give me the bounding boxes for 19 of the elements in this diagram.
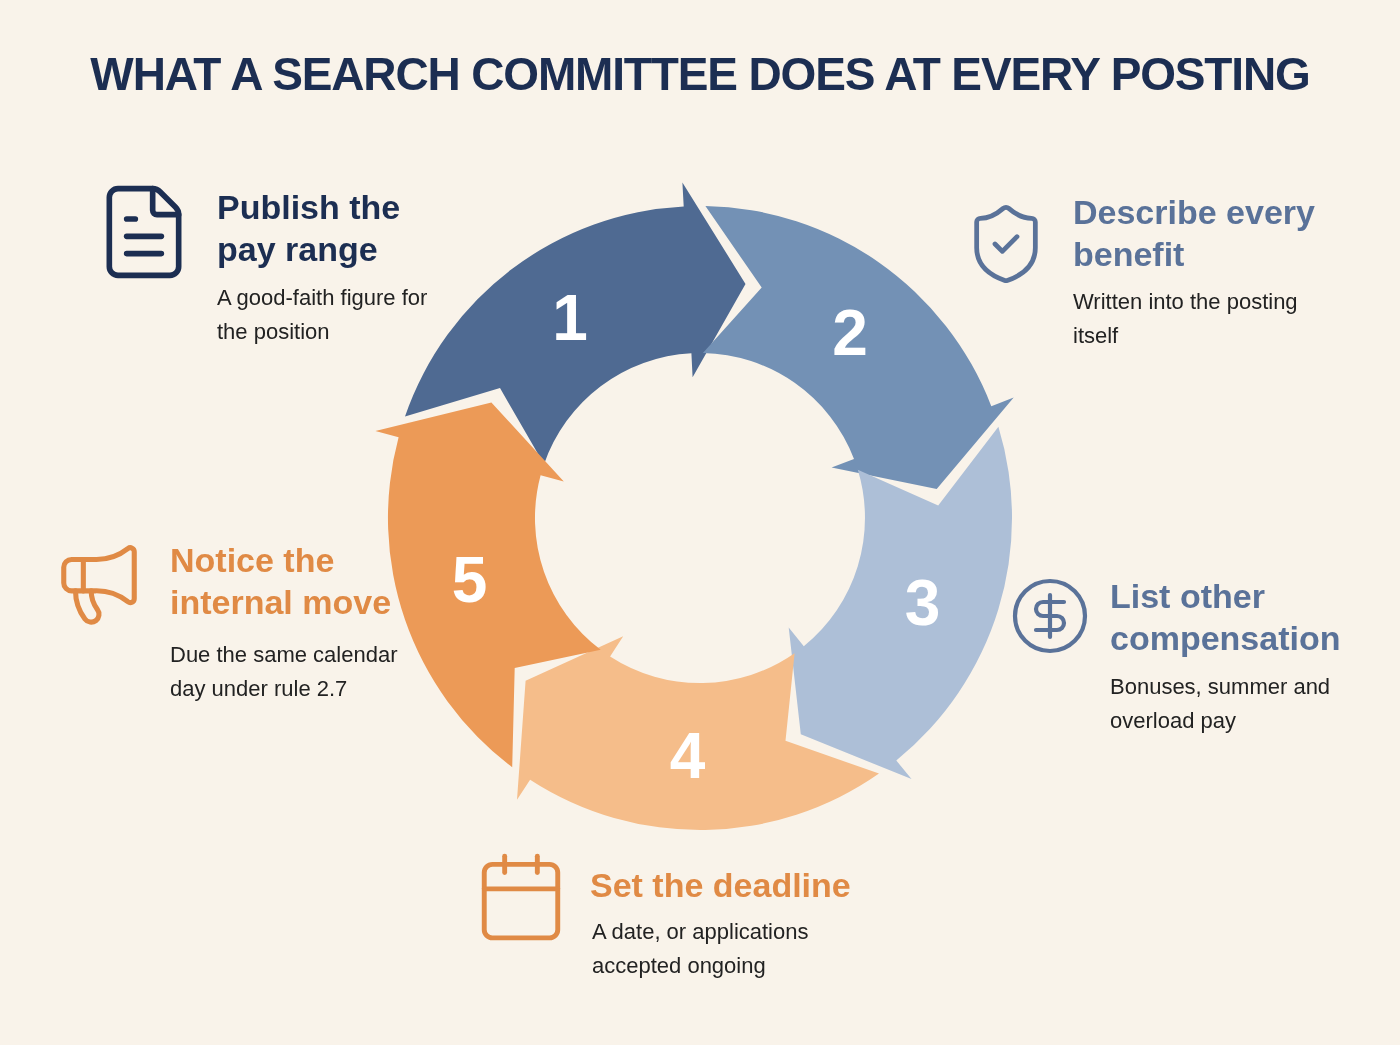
step-description: Written into the posting itself [1073, 288, 1299, 350]
step-number: 5 [451, 547, 488, 612]
cycle-arrow-segment [517, 636, 879, 830]
cycle-arrow-segment [702, 206, 1014, 489]
step-number: 2 [832, 300, 868, 365]
title: WHAT A SEARCH COMMITTEE DOES AT EVERY POSTING [89, 47, 1311, 102]
step-number: 1 [552, 285, 588, 350]
step-heading: List other compensation [1110, 576, 1342, 659]
step-number: 3 [904, 571, 941, 636]
step-heading: Describe every benefit [1073, 192, 1316, 275]
cycle-arrow-segment [788, 426, 1012, 780]
step-heading: Publish the pay range [217, 187, 402, 270]
step-description: Due the same calendar day under rule 2.7 [170, 641, 399, 703]
step-heading: Notice the internal move [170, 540, 393, 623]
step-description: A good-faith figure for the position [217, 284, 429, 346]
step-description: A date, or applications accepted ongoing [592, 918, 810, 980]
step-description: Bonuses, summer and overload pay [1110, 673, 1332, 735]
step-heading: Set the deadline [590, 865, 852, 906]
step-number: 4 [669, 724, 706, 789]
